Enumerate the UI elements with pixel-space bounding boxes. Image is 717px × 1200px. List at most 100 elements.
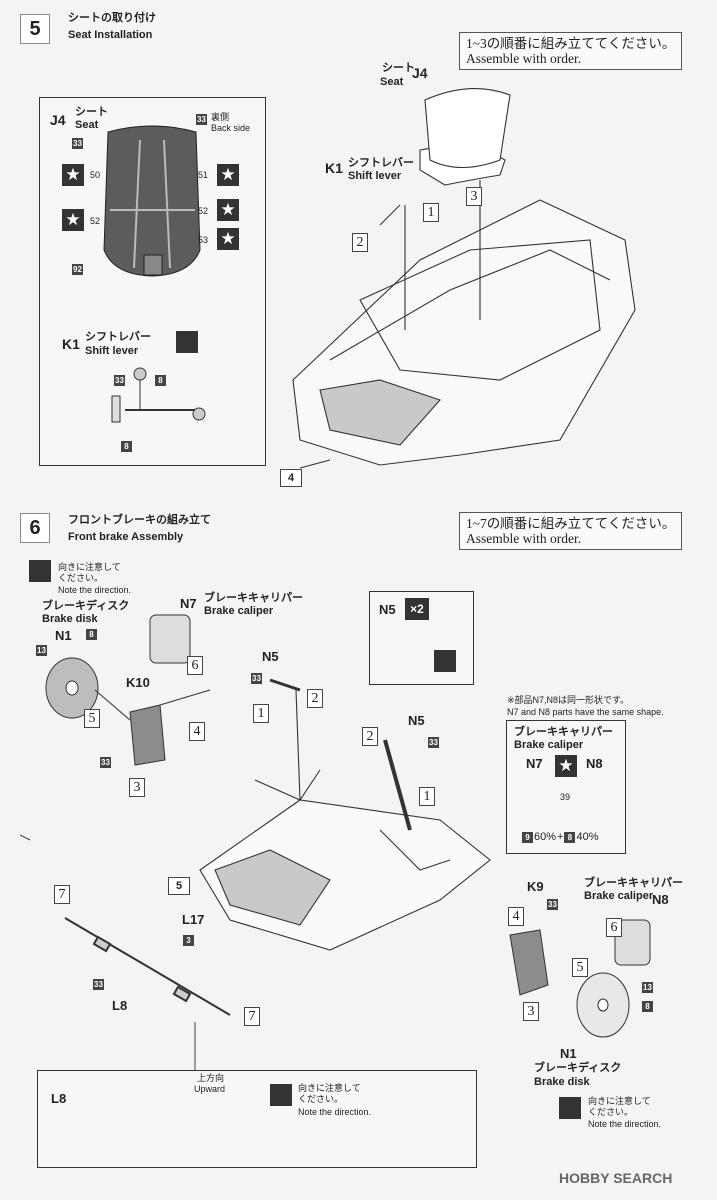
right-disk-color: 13 [642,982,653,993]
note-en: Note the direction. [58,585,132,595]
step-number: 6 [20,513,50,543]
step-title-jp: シートの取り付け [68,12,156,24]
shift-inset-code: K1 [62,336,80,352]
caliper-en: Brake caliper [204,605,274,617]
caliper-decal: 39 [560,792,571,802]
upward-jp: 上方向 [197,1073,225,1083]
star-icon: ★ [217,199,239,221]
shift-color: 33 [114,375,125,386]
upright-color: 33 [100,757,111,768]
right-caliper-code: N8 [652,892,669,907]
inset-part-code: J4 [50,112,66,128]
back-side-en: Back side [211,123,251,133]
step-order-2: 2 [352,233,368,252]
disk-jp: ブレーキディスク [42,600,130,612]
direction-icon [29,560,51,582]
l8-note-en: Note the direction. [298,1107,372,1117]
disk-en: Brake disk [42,613,98,625]
glue-icon [434,650,456,672]
step-order-6: 6 [187,656,203,675]
seat-jp: シート [382,62,415,74]
star-icon: ★ [62,209,84,231]
caliper-box-jp: ブレーキキャリパー [514,726,613,738]
direction-icon [559,1097,581,1119]
upright-code: K10 [126,675,150,690]
l17-code: L17 [182,912,205,927]
shift-inset-jp: シフトレバー [85,331,151,343]
step-number: 5 [20,14,50,44]
decal-num: 51 [198,170,209,180]
n5-left-color: 33 [251,673,262,684]
step-order-3: 3 [466,187,482,206]
disk-color: 13 [36,645,47,656]
step-order-1: 1 [423,203,439,222]
right-caliper-en: Brake caliper [584,890,654,902]
star-icon: ★ [62,164,84,186]
chassis-chip: 5 [168,877,190,895]
shift-code: K1 [325,160,343,176]
bottom-note-jp: 向きに注意して ください。 [588,1096,651,1117]
step-order-3: 3 [129,778,145,797]
order-jp: 1~7の順番に組み立ててください。 [466,516,676,531]
same-shape-en: N7 and N8 parts have the same shape. [507,707,664,717]
star-icon: ★ [555,755,577,777]
shift-jp: シフトレバー [348,157,414,169]
right-upright-color: 33 [547,899,558,910]
step-order-2: 2 [307,689,323,708]
decal-num: 50 [90,170,101,180]
upward-en: Upward [194,1084,226,1094]
n5-box-code: N5 [379,602,396,617]
right-disk-jp: ブレーキディスク [534,1062,622,1074]
n5-right-color: 33 [428,737,439,748]
l8-code: L8 [112,998,128,1013]
shift-inset-en: Shift lever [85,345,139,357]
shift-lever-drawing [111,367,206,423]
note-jp: 向きに注意して ください。 [58,562,121,583]
step-order-3: 3 [523,1002,539,1021]
decal-num: 52 [198,206,209,216]
shift-color: 8 [155,375,166,386]
right-upright-code: K9 [527,879,544,894]
step6-chassis-drawing [199,678,491,951]
paint-mix: 9 60% + 8 40% [522,831,599,843]
n5-right-code: N5 [408,713,425,728]
step-order-1: 1 [419,787,435,806]
right-disk-en: Brake disk [534,1076,590,1088]
mix-pct-b: 40% [576,831,599,843]
step-order-7: 7 [54,885,70,904]
inset-part-en: Seat [75,119,99,131]
caliper-box-right: N8 [586,756,603,771]
assembly-order-note: 1~7の順番に組み立ててください。 Assemble with order. [459,512,683,550]
caliper-box-left: N7 [526,756,543,771]
mix-plus: + [557,831,564,843]
step-order-6: 6 [606,918,622,937]
right-caliper-jp: ブレーキキャリパー [584,877,683,889]
step6-left-parts [45,614,211,766]
caliper-box-en: Brake caliper [514,739,584,751]
decal-num: 92 [72,264,83,275]
step-order-4: 4 [189,722,205,741]
star-icon: ★ [217,164,239,186]
bottom-note-en: Note the direction. [588,1119,662,1129]
watermark: HOBBY SEARCH [559,1170,673,1186]
step-order-4: 4 [508,907,524,926]
back-side-color: 33 [196,114,207,125]
multiplier-badge: ×2 [405,598,429,620]
order-jp: 1~3の順番に組み立ててください。 [466,36,676,51]
n5-left-code: N5 [262,649,279,664]
order-en: Assemble with order. [466,51,582,66]
mix-color-a: 9 [522,831,533,843]
step-order-5: 5 [84,709,100,728]
tie-rod-drawing [64,917,231,1016]
step-title-jp: フロントブレーキの組み立て [68,514,211,526]
shift-en: Shift lever [348,170,402,182]
connector-lines [19,834,196,1070]
decal-num: 53 [198,235,209,245]
inset-part-jp: シート [75,106,108,118]
l8-detail-box [37,1070,477,1168]
back-side-jp: 裏側 [211,112,230,122]
chassis-chip: 4 [280,469,302,487]
step-title-en: Front brake Assembly [68,531,184,543]
l8-note-jp: 向きに注意して ください。 [298,1083,361,1104]
